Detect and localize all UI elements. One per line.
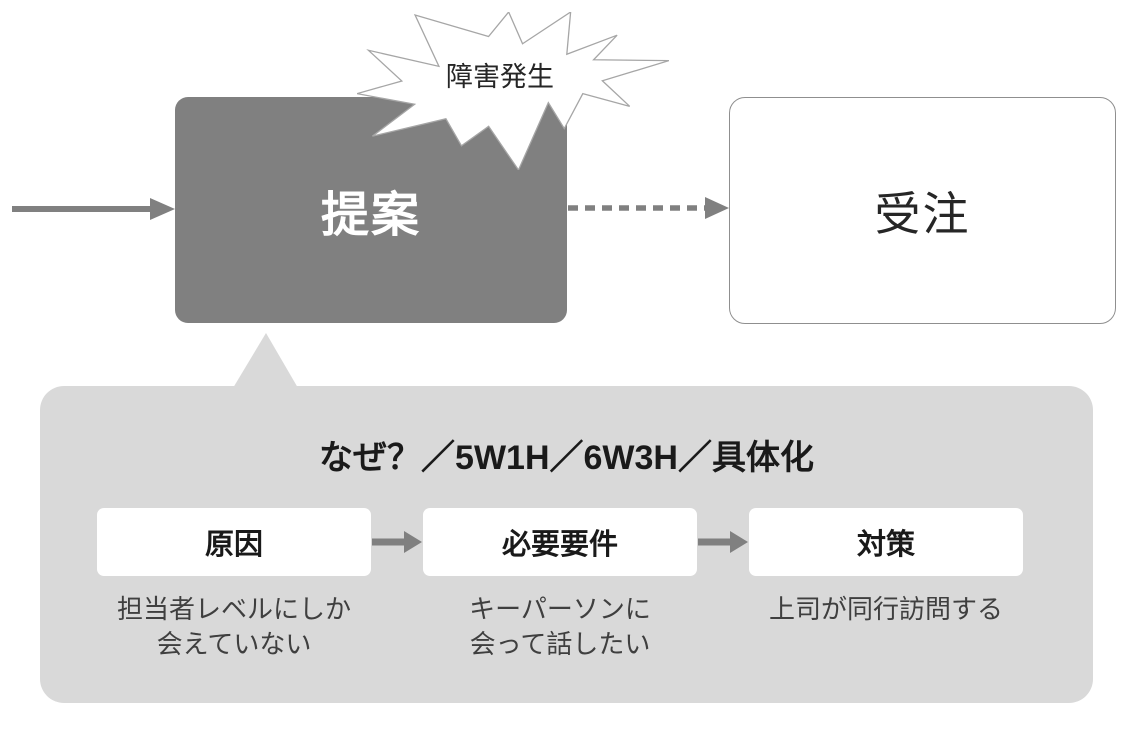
burst-outline <box>357 12 669 170</box>
step-arrow-icon <box>698 531 748 553</box>
step-box-requirement-label: 必要要件 <box>501 529 618 561</box>
inbound-arrow-icon <box>12 198 175 220</box>
step-note-cause: 担当者レベルにしか 会えていない <box>116 594 351 659</box>
step-box-requirement: 必要要件 <box>423 508 697 576</box>
step-note-countermeasure: 上司が同行訪問する <box>768 594 1003 624</box>
burst-shape <box>357 12 669 170</box>
step-arrowhead <box>730 531 748 553</box>
step-box-countermeasure: 対策 <box>749 508 1023 576</box>
step-note-requirement: キーパーソンに 会って話したい <box>469 594 651 659</box>
step-box-cause-label: 原因 <box>204 529 263 561</box>
order-box-label: 受注 <box>874 187 971 240</box>
step-box-countermeasure-label: 対策 <box>856 529 915 561</box>
order-box: 受注 <box>729 97 1116 324</box>
callout-pointer <box>233 333 298 388</box>
proposal-box-label: 提案 <box>320 189 421 242</box>
step-box-cause: 原因 <box>97 508 371 576</box>
step-arrow-icon <box>372 531 422 553</box>
callout-pointer-shape <box>233 333 298 388</box>
burst-label: 障害発生 <box>446 62 554 92</box>
dashed-arrowhead <box>705 197 729 219</box>
inbound-arrowhead <box>150 198 175 220</box>
step-arrowhead <box>404 531 422 553</box>
panel-title: なぜ？／5W1H／6W3H／具体化 <box>319 439 814 477</box>
dashed-arrow-icon <box>568 197 729 219</box>
